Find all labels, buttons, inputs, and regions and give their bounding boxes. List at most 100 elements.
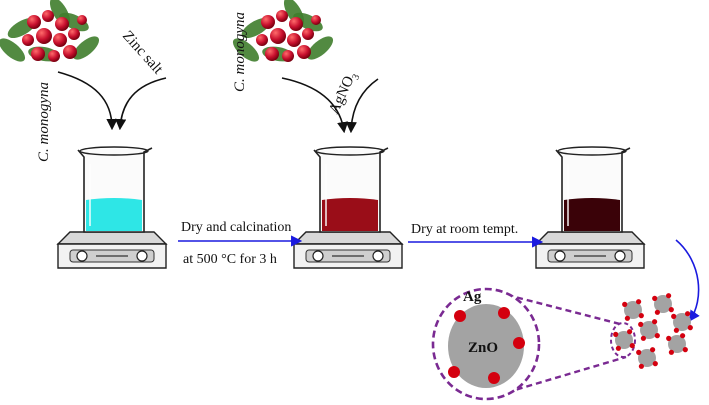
step2-label: Dry at room tempt.	[411, 222, 518, 237]
zno-core	[615, 331, 633, 349]
arrow-to-nanoparticles	[675, 239, 700, 322]
zno-particle-small	[622, 299, 644, 321]
agno3-label: AgNO3	[326, 69, 362, 118]
zno-particle-small	[613, 329, 635, 351]
knob-right	[614, 250, 626, 262]
beaker-zinc-solution	[56, 146, 168, 269]
ag-dot-small	[680, 333, 686, 339]
ag-dot-small	[668, 307, 674, 313]
berry	[48, 50, 60, 62]
knob-right	[372, 250, 384, 262]
berry	[287, 33, 301, 47]
arrow-plant-to-beaker-1	[57, 71, 118, 131]
ag-dot-small	[652, 295, 658, 301]
berry	[282, 50, 294, 62]
beaker-rim	[557, 146, 627, 156]
ag-dot-small	[638, 313, 644, 319]
berry	[311, 15, 321, 25]
beaker-dried-product	[534, 146, 646, 269]
knob-left	[312, 250, 324, 262]
ag-dot-small	[685, 311, 691, 317]
berry	[256, 34, 268, 46]
ag-dot	[513, 337, 525, 349]
beaker-rim	[315, 146, 385, 156]
ag-dot-small	[636, 299, 642, 305]
stirrer-top	[56, 231, 168, 245]
ag-dot-small	[629, 343, 635, 349]
ag-dot-small	[652, 361, 658, 367]
berry	[297, 45, 311, 59]
beaker-silver-solution	[292, 146, 404, 269]
leaf	[232, 38, 260, 62]
ag-nanoparticles-large	[448, 307, 525, 384]
knob-left	[76, 250, 88, 262]
berry	[53, 33, 67, 47]
berry	[276, 10, 288, 22]
ag-dot-small	[613, 331, 619, 337]
agno3-subscript: 3	[350, 73, 362, 82]
ag-dot-small	[640, 335, 647, 341]
ag-dot	[498, 307, 510, 319]
ag-dot-small	[673, 327, 680, 333]
ag-dot	[454, 310, 466, 322]
ag-dot-small	[666, 335, 672, 341]
agno3-base: AgNO	[326, 74, 357, 117]
zno-label: ZnO	[468, 340, 498, 356]
berry	[55, 17, 69, 31]
zinc-salt-label: Zinc salt	[119, 28, 166, 78]
berry	[36, 28, 52, 44]
zno-core	[668, 335, 686, 353]
ag-dot-small	[622, 301, 628, 307]
leaf	[0, 38, 26, 62]
berry	[261, 15, 275, 29]
beaker-liquid	[86, 198, 142, 231]
berry	[289, 17, 303, 31]
berry	[68, 28, 80, 40]
stirrer-top	[292, 231, 404, 245]
ag-dot-small	[671, 313, 677, 319]
berry	[63, 45, 77, 59]
berry	[22, 34, 34, 46]
ag-zno-nanoparticle-cluster	[613, 293, 693, 369]
step1-line2: at 500 °C for 3 h	[183, 252, 277, 267]
ag-dot-small	[627, 329, 633, 335]
leaf	[72, 36, 100, 60]
ag-dot-small	[654, 309, 661, 315]
zno-core	[654, 295, 672, 313]
zno-particle-small	[652, 293, 674, 315]
berry	[27, 15, 41, 29]
ag-dot-small	[666, 293, 672, 299]
zno-core	[624, 301, 642, 319]
zno-particle-small	[636, 347, 658, 369]
stirrer-top	[534, 231, 646, 245]
hawthorn-berries-image-1	[0, 0, 100, 62]
ag-dot-small	[682, 347, 688, 353]
berry	[31, 47, 45, 61]
berry	[77, 15, 87, 25]
knob-right	[136, 250, 148, 262]
ag-dot-small	[652, 319, 658, 325]
berry	[42, 10, 54, 22]
arrow-agno3-to-beaker-2	[345, 78, 379, 134]
ag-label: Ag	[463, 289, 482, 305]
zno-core	[638, 349, 656, 367]
plant-label-2: C. monogyna	[232, 12, 248, 92]
berry	[265, 47, 279, 61]
ag-dot-small	[668, 349, 675, 355]
zno-core	[673, 313, 691, 331]
ag-dot-small	[636, 349, 642, 355]
zno-particle-small	[666, 333, 688, 355]
plant-label-1: C. monogyna	[36, 82, 52, 162]
ag-dot-small	[654, 333, 660, 339]
hawthorn-berries-image-2	[232, 0, 334, 62]
leaf	[306, 36, 334, 60]
beaker-liquid	[322, 198, 378, 231]
zoom-source-circle	[610, 322, 636, 358]
arrow-plant-to-beaker-2	[281, 77, 349, 134]
zno-particle-small	[638, 319, 660, 341]
ag-dot-small	[638, 321, 644, 327]
zno-core	[640, 321, 658, 339]
ag-dot-small	[650, 347, 656, 353]
ag-dot	[488, 372, 500, 384]
